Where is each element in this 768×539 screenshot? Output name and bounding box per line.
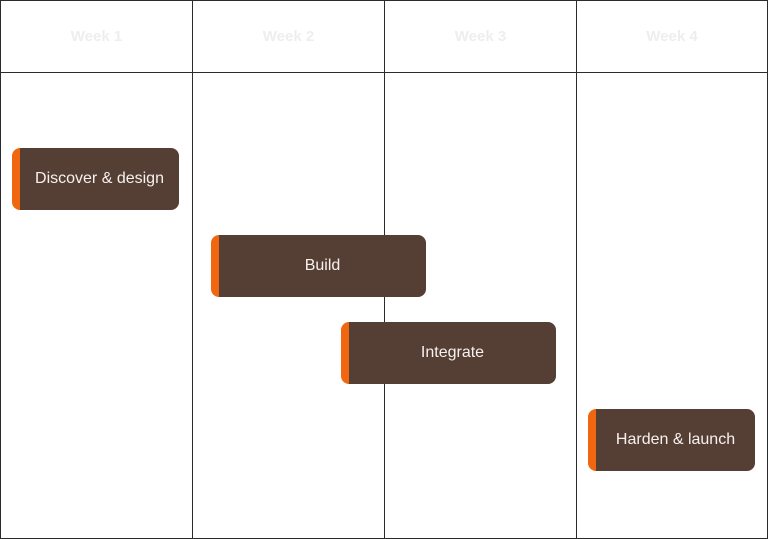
week-header-3: Week 3 (454, 28, 507, 45)
week-header-1: Week 1 (70, 28, 123, 45)
week-divider (576, 1, 577, 538)
task-bar-discover-design[interactable]: Discover & design (12, 148, 179, 210)
week-header-4: Week 4 (646, 28, 698, 45)
week-divider (192, 1, 193, 538)
week-header-2: Week 2 (262, 28, 315, 45)
task-bar-harden-launch[interactable]: Harden & launch (588, 409, 755, 471)
task-bar-build[interactable]: Build (211, 235, 426, 297)
task-bar-integrate[interactable]: Integrate (341, 322, 556, 384)
